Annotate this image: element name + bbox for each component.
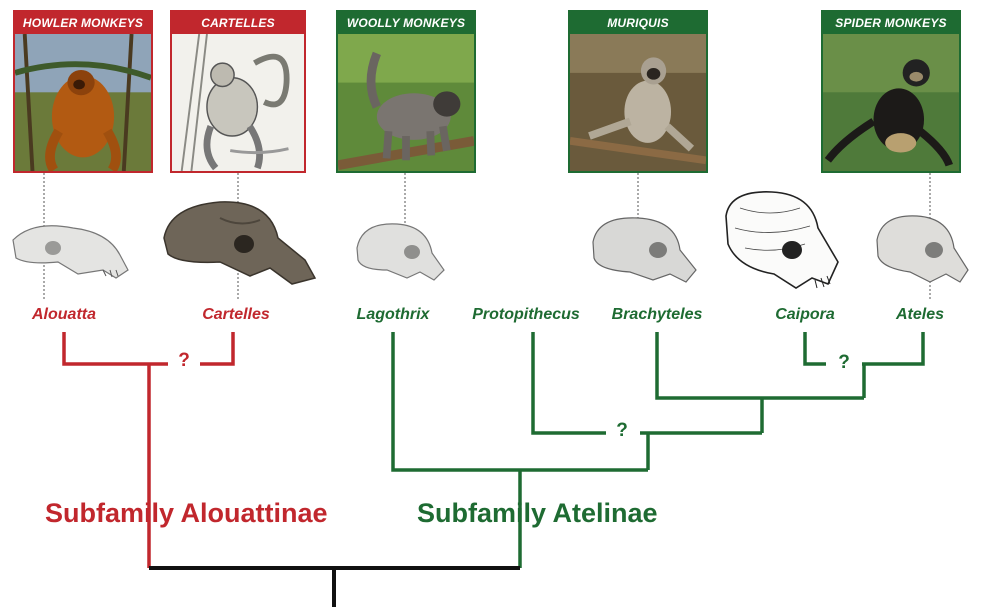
- subfamily-alouattinae-label: Subfamily Alouattinae: [45, 498, 328, 528]
- branch-alouatta-cartelles: [62, 332, 168, 366]
- cartelles-sketch-icon: [172, 34, 304, 171]
- taxon-label-ateles: Ateles: [895, 306, 945, 323]
- card-label: HOWLER MONKEYS: [15, 12, 151, 34]
- uncertain-node-marker: ?: [616, 420, 628, 441]
- branch-lagothrix: [391, 332, 648, 472]
- taxon-label-alouatta: Alouatta: [32, 306, 96, 323]
- taxon-label-caipora: Caipora: [775, 306, 835, 323]
- uncertain-node-marker: ?: [838, 352, 850, 373]
- spider-monkey-photo-icon: [823, 34, 959, 171]
- ateles-skull-icon: [872, 210, 977, 290]
- howler-monkey-photo-icon: [15, 34, 151, 171]
- woolly-monkeys-card: WOOLLY MONKEYS: [336, 10, 476, 173]
- card-label: MURIQUIS: [570, 12, 706, 34]
- branch-caipora: [803, 332, 826, 366]
- branch-cartelles: [200, 332, 235, 366]
- muriquis-card: MURIQUIS: [568, 10, 708, 173]
- card-label: WOOLLY MONKEYS: [338, 12, 474, 34]
- lagothrix-skull-icon: [352, 218, 452, 288]
- cartelles-skull-icon: [160, 198, 320, 296]
- card-label: SPIDER MONKEYS: [823, 12, 959, 34]
- muriqui-photo-icon: [570, 34, 706, 171]
- taxon-label-lagothrix: Lagothrix: [356, 306, 430, 323]
- taxon-label-brachyteles: Brachyteles: [611, 306, 703, 323]
- caipora-skull-drawing-icon: [720, 188, 850, 298]
- taxon-label-protopithecus: Protopithecus: [472, 306, 580, 323]
- uncertain-node-marker: ?: [178, 350, 190, 371]
- branch-brachyteles: [655, 332, 864, 400]
- spider-monkeys-card: SPIDER MONKEYS: [821, 10, 961, 173]
- alouatta-skull-icon: [8, 220, 133, 282]
- brachyteles-skull-icon: [588, 214, 703, 290]
- howler-monkeys-card: HOWLER MONKEYS: [13, 10, 153, 173]
- branch-protopithecus: [531, 332, 606, 435]
- cartelles-card: CARTELLES: [170, 10, 306, 173]
- taxon-label-cartelles: Cartelles: [202, 306, 270, 323]
- subfamily-atelinae-label: Subfamily Atelinae: [417, 498, 658, 528]
- woolly-monkey-photo-icon: [338, 34, 474, 171]
- branch-ateles: [862, 332, 925, 366]
- card-label: CARTELLES: [172, 12, 304, 34]
